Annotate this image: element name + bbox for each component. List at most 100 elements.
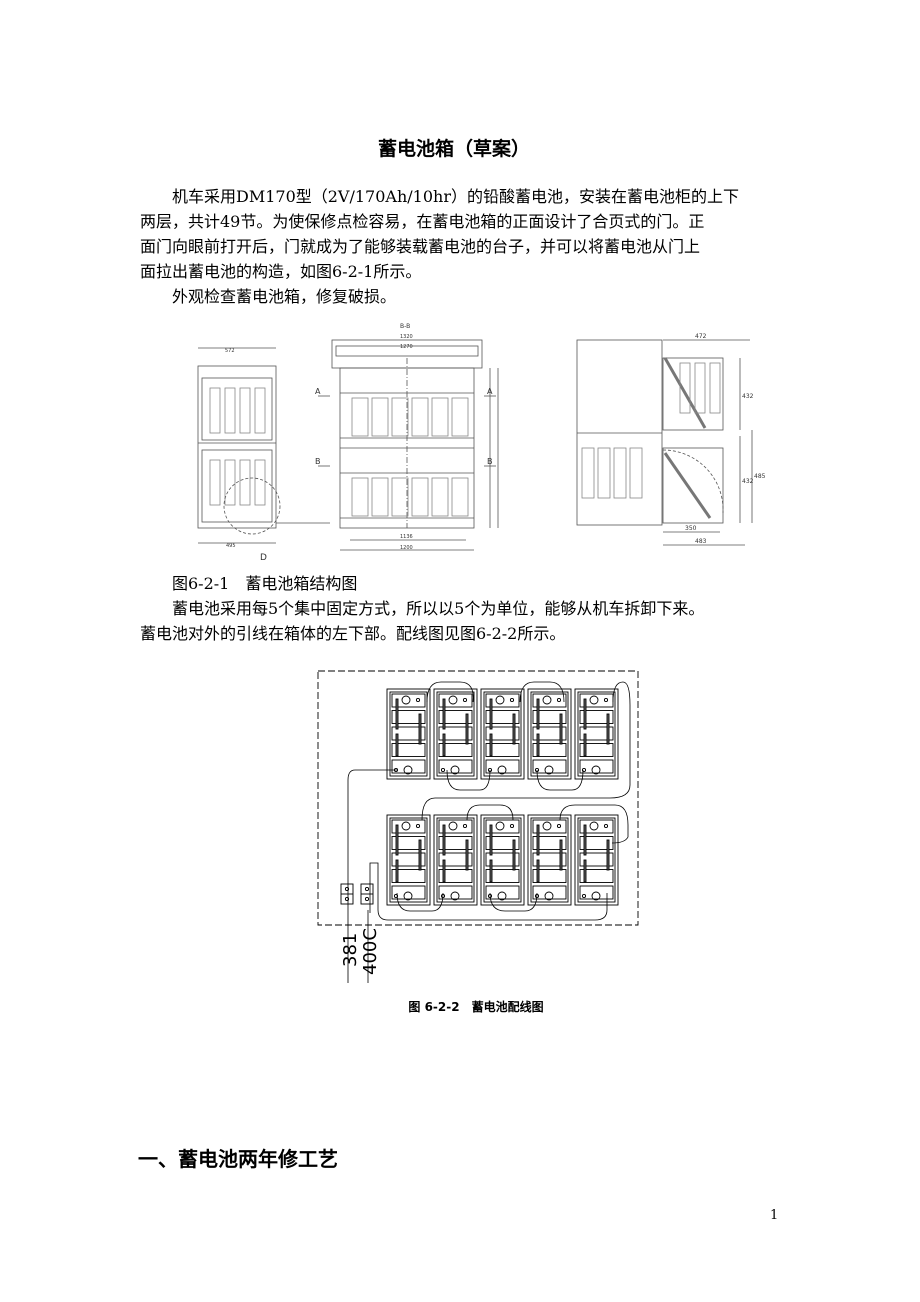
battery-cell	[438, 869, 473, 883]
battery-module	[480, 688, 525, 780]
terminal-icon	[401, 695, 411, 705]
dim-350: 350	[685, 525, 697, 532]
battery-cell	[579, 726, 614, 741]
battery-box-structure-drawing: 495 572 D B-B 1320 1270 1136 1200 A A B …	[197, 323, 766, 563]
terminal-icon	[403, 891, 413, 901]
battery-cell	[438, 693, 473, 708]
wire-label-400c: 400C	[360, 928, 381, 975]
battery-cell	[438, 743, 473, 757]
dim-432-top: 432	[742, 393, 754, 400]
terminal-icon	[497, 765, 507, 775]
terminal-icon	[497, 891, 507, 901]
side-view-left: 495 572 D	[197, 347, 330, 563]
dim-432-bottom: 432	[742, 478, 754, 485]
terminal-icon	[401, 821, 411, 831]
battery-cell	[579, 759, 614, 774]
terminal-icon	[589, 821, 599, 831]
battery-module	[574, 688, 619, 780]
battery-module	[574, 814, 619, 906]
battery-module	[527, 688, 572, 780]
battery-module	[386, 814, 431, 906]
dim-1136: 1136	[400, 534, 413, 540]
battery-cell	[391, 885, 426, 900]
dim-485: 485	[754, 473, 766, 480]
battery-cell	[579, 885, 614, 900]
para2-line: 蓄电池对外的引线在箱体的左下部。配线图见图6-2-2所示。	[140, 624, 566, 643]
battery-cell	[485, 759, 520, 774]
terminal-icon	[544, 765, 554, 775]
battery-cell	[579, 819, 614, 834]
battery-cell	[532, 759, 567, 774]
battery-cell	[485, 710, 520, 724]
battery-cell	[532, 836, 567, 850]
battery-cell	[391, 759, 426, 774]
battery-cell	[391, 819, 426, 834]
battery-cell	[438, 759, 473, 774]
side-view-right: 472 432 432 485 350 483	[576, 333, 766, 546]
detail-label: D	[260, 553, 267, 563]
battery-cell	[438, 819, 473, 834]
battery-module	[480, 814, 525, 906]
dim-472: 472	[695, 333, 707, 340]
battery-cell	[391, 726, 426, 741]
terminal-icon	[448, 821, 458, 831]
battery-cell	[485, 819, 520, 834]
battery-cell	[485, 852, 520, 867]
intro-line: 两层，共计49节。为使保修点检容易，在蓄电池箱的正面设计了合页式的门。正	[140, 212, 705, 231]
terminal-icon	[450, 765, 460, 775]
section-a-right: A	[487, 387, 493, 396]
inspect-line: 外观检查蓄电池箱，修复破损。	[172, 287, 397, 306]
wire-label-381: 381	[340, 933, 361, 967]
terminal-icon	[591, 891, 601, 901]
battery-cell	[579, 743, 614, 757]
wires	[347, 681, 631, 983]
battery-cell	[438, 852, 473, 867]
battery-cell	[485, 693, 520, 708]
figure1-caption: 图6-2-1 蓄电池箱结构图	[172, 574, 358, 593]
intro-line: 机车采用DM170型（2V/170Ah/10hr）的铅酸蓄电池，安装在蓄电池柜的…	[172, 187, 739, 206]
front-view: B-B 1320 1270 1136 1200 A A B B	[315, 323, 499, 551]
battery-cell	[391, 836, 426, 850]
dim-483: 483	[695, 538, 707, 545]
battery-cell	[485, 726, 520, 741]
section-a-left: A	[315, 387, 321, 396]
dim-572: 572	[225, 348, 235, 354]
terminal-icon	[495, 695, 505, 705]
section-b-right: B	[487, 457, 493, 466]
battery-cell	[438, 726, 473, 741]
terminal-icon	[403, 765, 413, 775]
battery-module	[527, 814, 572, 906]
battery-cell	[532, 852, 567, 867]
terminal-icon	[544, 891, 554, 901]
battery-wiring-diagram: 381 400C	[317, 670, 639, 983]
terminal-icon	[542, 821, 552, 831]
battery-cell	[532, 726, 567, 741]
battery-cell	[532, 885, 567, 900]
battery-cell	[485, 836, 520, 850]
page-title: 蓄电池箱（草案）	[377, 138, 530, 160]
battery-cell	[579, 710, 614, 724]
section-b-left: B	[315, 457, 321, 466]
battery-cell	[532, 693, 567, 708]
battery-cell	[391, 710, 426, 724]
intro-line: 面拉出蓄电池的构造，如图6-2-1所示。	[140, 262, 422, 281]
battery-cell	[532, 710, 567, 724]
terminal-icon	[495, 821, 505, 831]
battery-cell	[532, 819, 567, 834]
battery-cell	[438, 836, 473, 850]
terminal-blocks	[340, 883, 374, 905]
para2-line: 蓄电池采用每5个集中固定方式，所以以5个为单位，能够从机车拆卸下来。	[172, 599, 705, 618]
battery-cell	[391, 869, 426, 883]
battery-module	[433, 688, 478, 780]
cabinet-outline	[317, 670, 639, 926]
battery-cell	[391, 852, 426, 867]
battery-cell	[485, 885, 520, 900]
battery-cell	[579, 852, 614, 867]
battery-cell	[438, 710, 473, 724]
battery-cell	[485, 869, 520, 883]
page-number: 1	[770, 1208, 779, 1223]
terminal-icon	[542, 695, 552, 705]
battery-cell	[438, 885, 473, 900]
intro-line: 面门向眼前打开后，门就成为了能够装载蓄电池的台子，并可以将蓄电池从门上	[140, 237, 701, 256]
dim-1270: 1270	[400, 344, 413, 350]
